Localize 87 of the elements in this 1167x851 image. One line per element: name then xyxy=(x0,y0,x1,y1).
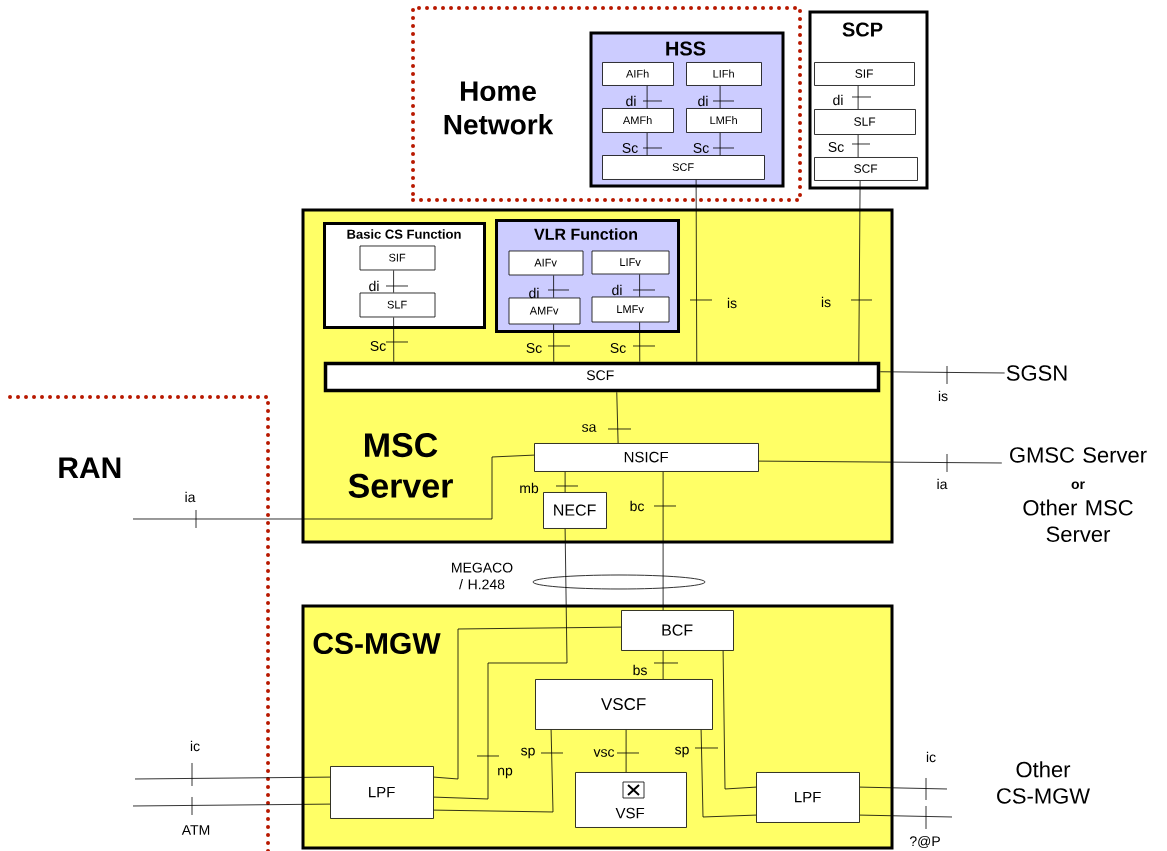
edge-label: ic xyxy=(190,740,200,752)
function-box: LIFh xyxy=(686,62,762,86)
connector-line xyxy=(134,776,331,780)
function-box: AIFv xyxy=(508,250,584,276)
connector-line xyxy=(857,134,859,158)
connector-line xyxy=(700,729,757,818)
connector-line xyxy=(132,454,535,520)
connector-line xyxy=(132,803,331,807)
function-box: SCF xyxy=(323,361,881,393)
connector-line xyxy=(393,317,395,363)
edge-label: di xyxy=(698,95,708,107)
connector-line xyxy=(857,85,859,110)
entity-label: SGSN xyxy=(1006,365,1067,381)
connector-line xyxy=(758,460,1003,464)
function-box: LMFv xyxy=(591,296,670,323)
function-box: SIF xyxy=(814,62,915,86)
connector-line xyxy=(858,180,861,363)
connector-line xyxy=(859,814,953,818)
function-box: VSF xyxy=(575,772,687,828)
connector-line xyxy=(393,270,394,293)
edge-label: di xyxy=(529,287,539,299)
function-box: AIFh xyxy=(602,62,674,86)
bundle-label: MEGACO / H.248 xyxy=(452,562,513,590)
connector-line xyxy=(625,729,627,773)
connector-line xyxy=(646,85,648,109)
edge-label: Sc xyxy=(693,143,709,153)
edge-label: ia xyxy=(937,478,948,490)
function-box: NECF xyxy=(543,492,607,529)
connector-line xyxy=(719,85,721,109)
edge-label: di xyxy=(626,95,636,107)
connector-line xyxy=(639,274,640,297)
function-box: LMFh xyxy=(686,108,762,133)
connector-line xyxy=(553,324,555,363)
edge-label: is xyxy=(938,390,948,402)
function-box: LPF xyxy=(756,772,860,823)
edge-label: ia xyxy=(185,491,196,503)
connector-line xyxy=(722,650,757,790)
edge-label: np xyxy=(498,767,513,779)
function-box: VSCF xyxy=(535,679,713,730)
entity-label: GMSC Server or Other MSC Server xyxy=(1010,447,1147,542)
edge-label: di xyxy=(369,280,379,292)
connector-line xyxy=(433,626,622,780)
connector-line xyxy=(433,528,568,800)
function-box: LPF xyxy=(330,766,434,819)
connector-line xyxy=(433,729,554,813)
edge-label: Sc xyxy=(610,343,626,353)
edge-label: sp xyxy=(521,747,535,759)
connector-line xyxy=(859,786,948,790)
connector-line xyxy=(662,471,664,611)
edge-label: Sc xyxy=(370,341,386,351)
edge-label: ic xyxy=(926,751,936,763)
function-box: BCF xyxy=(621,610,734,651)
entity-label: Other CS-MGW xyxy=(997,761,1090,804)
connector-line xyxy=(695,179,698,363)
function-box: AMFh xyxy=(602,108,674,133)
function-box: SIF xyxy=(359,245,436,271)
function-box: SLF xyxy=(814,109,916,135)
edge-label: sp xyxy=(675,746,689,758)
edge-label: vsc xyxy=(593,749,615,757)
edge-label: di xyxy=(833,94,843,106)
bundle-ellipse xyxy=(532,574,706,590)
function-box: SCF xyxy=(602,155,765,180)
edge-label: is xyxy=(821,296,831,308)
function-box: SCF xyxy=(814,157,918,181)
edge-label: ATM xyxy=(181,825,210,835)
edge-label: bs xyxy=(633,664,647,676)
connector-line xyxy=(639,322,641,363)
edge-label: bc xyxy=(630,500,645,512)
edge-label: sa xyxy=(582,424,597,432)
edge-label: Sc xyxy=(622,143,638,153)
edge-label: ?@P xyxy=(909,835,940,849)
edge-label: Sc xyxy=(828,142,844,152)
connector-line xyxy=(662,650,664,680)
connector-line xyxy=(564,471,566,493)
function-box: AMFv xyxy=(508,297,581,325)
function-box: LIFv xyxy=(591,250,670,275)
edge-label: di xyxy=(612,284,622,296)
connector-line xyxy=(719,132,721,156)
edge-label: mb xyxy=(520,482,539,494)
connector-line xyxy=(616,391,619,444)
connector-line xyxy=(646,132,648,156)
edge-label: is xyxy=(727,297,737,309)
connector-line xyxy=(879,371,1006,374)
edge-label: Sc xyxy=(526,343,542,353)
function-box: NSICF xyxy=(534,443,759,472)
connector-line xyxy=(553,275,554,298)
function-box: SLF xyxy=(359,292,436,318)
